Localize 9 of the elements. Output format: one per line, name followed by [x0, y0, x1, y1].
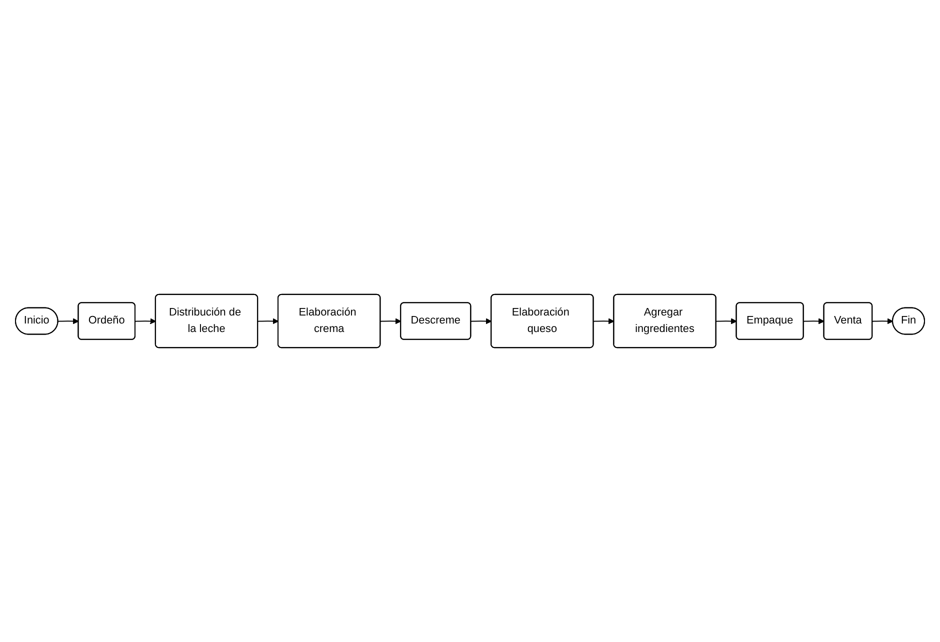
arrow [58, 318, 79, 324]
arrow [716, 318, 737, 324]
arrow [135, 318, 156, 324]
arrow [380, 318, 402, 324]
arrow [872, 318, 894, 324]
arrow [594, 318, 614, 324]
arrow [804, 318, 824, 324]
arrow [471, 318, 492, 324]
arrow [258, 318, 279, 324]
